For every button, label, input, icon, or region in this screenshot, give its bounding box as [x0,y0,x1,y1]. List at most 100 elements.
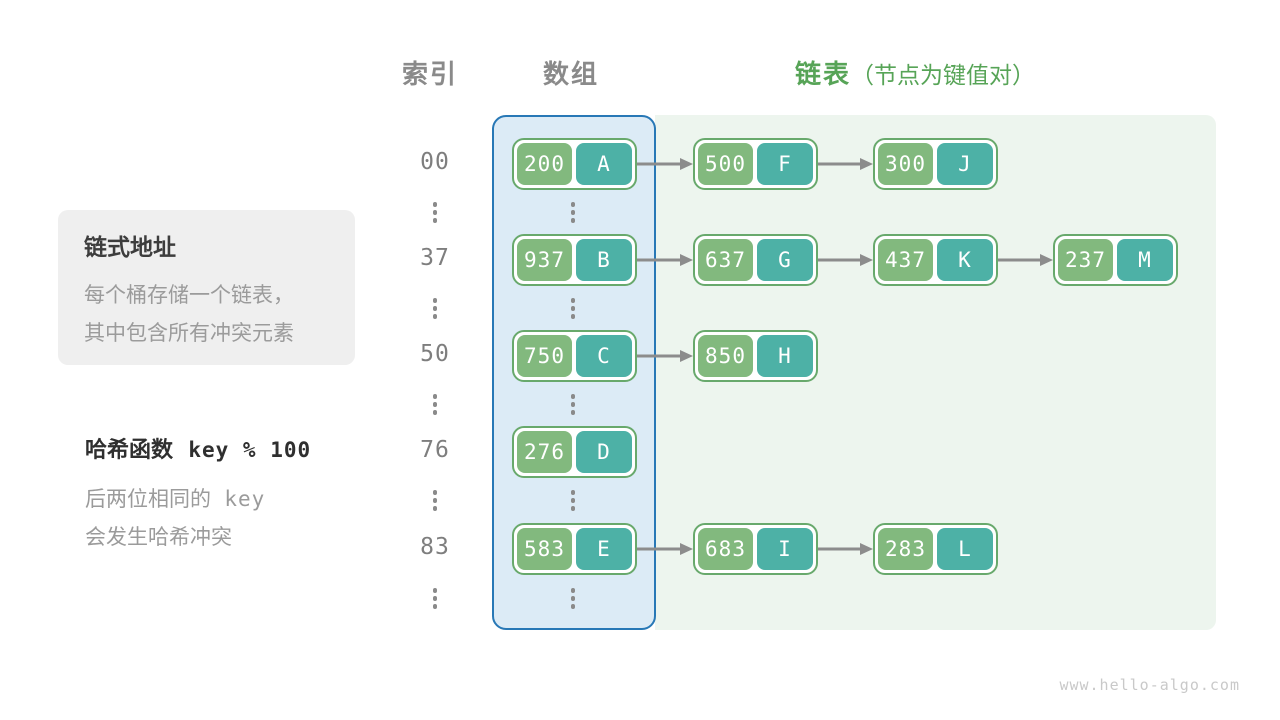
ellipsis-dot [570,298,576,303]
value-cell: J [937,143,993,185]
ellipsis-dot [432,306,438,311]
ellipsis-dot [570,210,576,215]
value-cell: K [937,239,993,281]
array-ellipsis [570,298,576,319]
key-cell: 200 [517,143,572,185]
ellipsis-dot [570,596,576,601]
watermark: www.hello-algo.com [1059,676,1240,694]
key-cell: 937 [517,239,572,281]
next-pointer-arrow [637,158,693,170]
index-ellipsis [432,490,438,511]
bucket-index-label: 37 [420,245,450,271]
ellipsis-dot [570,314,576,319]
value-cell: E [576,528,632,570]
ellipsis-dot [432,402,438,407]
key-cell: 850 [698,335,753,377]
value-cell: D [576,431,632,473]
next-pointer-arrow [637,543,693,555]
info-box-line-1: 每个桶存储一个链表， [84,283,294,307]
ellipsis-dot [432,410,438,415]
bucket-index-label: 83 [420,534,450,560]
hash-function-formula: key % 100 [188,438,312,462]
key-cell: 500 [698,143,753,185]
info-box-line-2: 其中包含所有冲突元素 [84,321,294,345]
ellipsis-dot [570,306,576,311]
ellipsis-dot [570,218,576,223]
bucket-index-label: 76 [420,437,450,463]
value-cell: G [757,239,813,281]
ellipsis-dot [570,506,576,511]
value-cell: B [576,239,632,281]
ellipsis-dot [570,402,576,407]
key-cell: 683 [698,528,753,570]
bucket-index-label: 50 [420,341,450,367]
index-ellipsis [432,202,438,223]
value-cell: L [937,528,993,570]
ellipsis-dot [570,490,576,495]
value-cell: H [757,335,813,377]
index-ellipsis [432,588,438,609]
key-cell: 750 [517,335,572,377]
ellipsis-dot [432,218,438,223]
key-cell: 300 [878,143,933,185]
ellipsis-dot [432,506,438,511]
key-cell: 237 [1058,239,1113,281]
ellipsis-dot [570,588,576,593]
ellipsis-dot [570,202,576,207]
ellipsis-dot [570,394,576,399]
next-pointer-arrow [818,254,873,266]
key-cell: 276 [517,431,572,473]
value-cell: A [576,143,632,185]
ellipsis-dot [432,210,438,215]
bucket-index-label: 00 [420,149,450,175]
value-cell: I [757,528,813,570]
hash-function-note: 哈希函数 key % 100 后两位相同的 key 会发生哈希冲突 [85,432,385,556]
info-box-title: 链式地址 [84,235,176,261]
hash-function-title: 哈希函数 key % 100 [85,438,312,463]
ellipsis-dot [570,604,576,609]
value-cell: C [576,335,632,377]
ellipsis-dot [432,490,438,495]
list-column-header: 链表（节点为键值对） [795,54,1035,91]
list-header-note: （节点为键值对） [851,63,1036,89]
key-cell: 283 [878,528,933,570]
ellipsis-dot [432,604,438,609]
ellipsis-dot [432,498,438,503]
ellipsis-dot [432,394,438,399]
next-pointer-arrow [818,158,873,170]
array-ellipsis [570,490,576,511]
next-pointer-arrow [637,350,693,362]
ellipsis-dot [432,596,438,601]
next-pointer-arrow [998,254,1053,266]
next-pointer-arrow [818,543,873,555]
list-header-label: 链表 [795,60,852,90]
array-ellipsis [570,588,576,609]
ellipsis-dot [432,202,438,207]
ellipsis-dot [570,498,576,503]
index-column-header: 索引 [402,60,459,90]
hash-note-line-2: 会发生哈希冲突 [85,525,232,549]
array-ellipsis [570,394,576,415]
array-column-header: 数组 [543,60,600,90]
ellipsis-dot [570,410,576,415]
value-cell: M [1117,239,1173,281]
index-ellipsis [432,394,438,415]
key-cell: 583 [517,528,572,570]
next-pointer-arrow [637,254,693,266]
chaining-info-box: 链式地址 每个桶存储一个链表， 其中包含所有冲突元素 [58,210,355,365]
key-cell: 437 [878,239,933,281]
hash-note-line-1: 后两位相同的 key [85,487,266,511]
